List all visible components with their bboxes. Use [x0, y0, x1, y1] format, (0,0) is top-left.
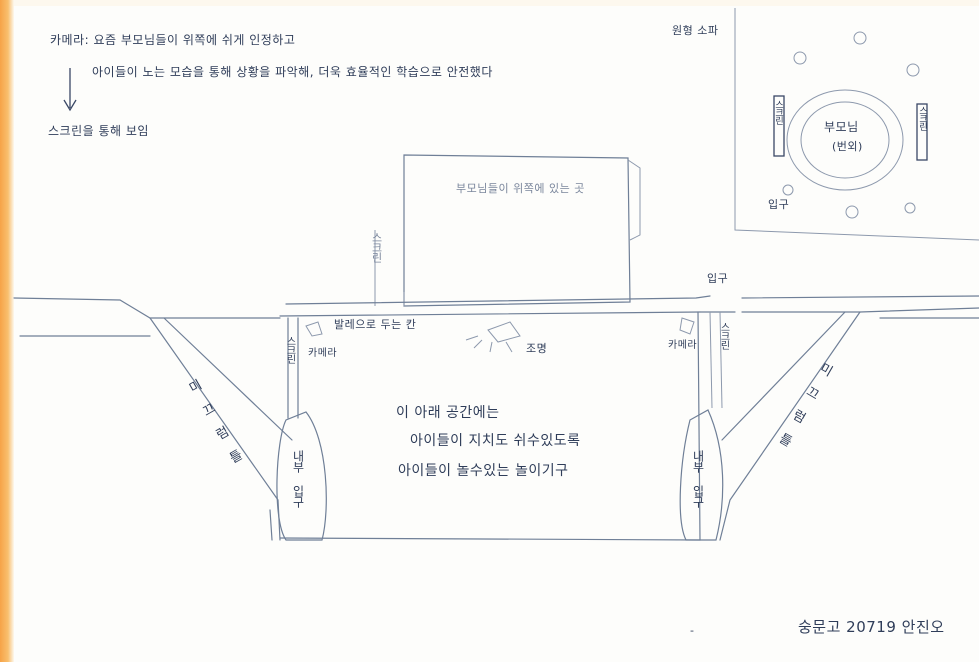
right-slide-shape: [719, 311, 979, 541]
board-left-screen: 스크린: [370, 232, 383, 262]
main-right-screen: 스크린: [718, 322, 729, 349]
lighting-label: 조명: [526, 342, 548, 355]
screen-board-label: 부모님들이 위쪽에 있는 곳: [456, 182, 585, 195]
sofa-center-sub: (번외): [832, 140, 863, 153]
right-camera-label: 카메라: [668, 340, 698, 351]
inset-right-screen: 스크린: [917, 106, 927, 130]
round-sofa-inset: [734, 8, 979, 241]
top-strip-label: 발레으로 두는 칸: [334, 318, 417, 331]
sketch-paper: [14, 6, 979, 662]
left-slide-shape: [19, 317, 293, 541]
footer-signature: 숭문고 20719 안진오: [798, 618, 945, 636]
center-text-3: 아이들이 놀수있는 놀이기구: [398, 463, 569, 479]
note-line-1: 카메라: 요즘 부모님들이 위쪽에 쉬게 인정하고: [50, 33, 296, 47]
note-arrow: [63, 68, 77, 112]
note-screen-visible: 스크린을 통해 보임: [48, 124, 149, 138]
right-inner-exit-shape: [679, 409, 724, 541]
footer-dot: -: [690, 624, 695, 637]
main-entrance: 입구: [707, 272, 729, 285]
inset-entrance: 입구: [768, 198, 790, 211]
right-inner-exit-label: 내부 입구: [691, 450, 705, 507]
screen-board-shape: [374, 154, 641, 307]
note-line-2: 아이들이 노는 모습을 통해 상황을 파악해, 더욱 효율적인 학습으로 안전했…: [92, 65, 493, 79]
center-text-2: 아이들이 지치도 쉬수있도록: [410, 433, 581, 449]
left-inner-exit-label: 내부 입구: [291, 450, 305, 507]
main-left-screen: 스크린: [284, 336, 295, 363]
inset-left-screen: 스크린: [773, 100, 783, 124]
left-camera-label: 카메라: [308, 348, 338, 359]
round-sofa-title: 원형 소파: [672, 24, 719, 37]
center-text-1: 이 아래 공간에는: [396, 405, 500, 421]
left-inner-exit-shape: [276, 411, 327, 541]
sofa-center-label: 부모님: [824, 120, 859, 134]
